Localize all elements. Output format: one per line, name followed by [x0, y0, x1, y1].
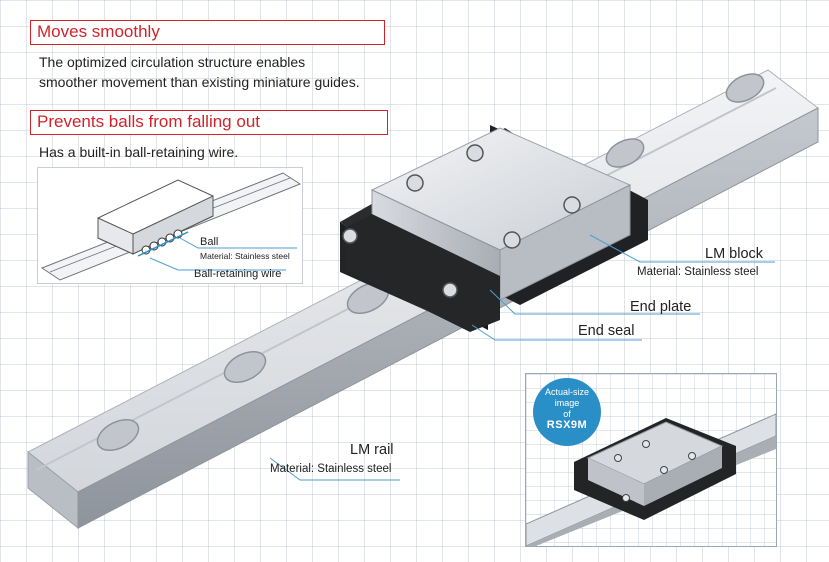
actual-size-inset: [525, 373, 777, 547]
end-plate-label: End plate: [630, 299, 692, 315]
moves-smoothly-line-1: The optimized circulation structure enab…: [39, 54, 306, 70]
rail-mounting-holes: [96, 73, 765, 452]
lm-block-material: Material: Stainless steel: [637, 266, 759, 278]
badge-line-2: image: [554, 398, 580, 408]
actual-size-badge: Actual-size image of RSX9M: [533, 378, 601, 446]
lm-rail-label: LM rail: [350, 442, 394, 458]
lm-rail-material: Material: Stainless steel: [270, 463, 392, 475]
inset-illustration: [40, 172, 302, 281]
ball-retaining-wire-label: Ball-retaining wire: [194, 268, 282, 280]
end-seal-label: End seal: [578, 323, 635, 339]
ball-label: Ball: [200, 236, 219, 248]
badge-line-1: Actual-size: [544, 387, 589, 397]
prevents-balls-text: Has a built-in ball-retaining wire.: [39, 144, 239, 160]
heading-moves-smoothly: Moves smoothly: [30, 20, 385, 45]
badge-model: RSX9M: [546, 419, 588, 431]
lm-block: [340, 125, 648, 332]
badge-line-3: of: [563, 409, 571, 419]
ball-retaining-inset: Ball Material: Stainless steel Ball-reta…: [37, 167, 303, 284]
heading-prevents-balls: Prevents balls from falling out: [30, 110, 388, 135]
leader-lines: [269, 234, 775, 481]
moves-smoothly-text: The optimized circulation structure enab…: [39, 52, 360, 92]
moves-smoothly-line-2: smoother movement than existing miniatur…: [39, 74, 360, 90]
ball-material: Material: Stainless steel: [200, 251, 290, 261]
lm-block-label: LM block: [705, 246, 764, 262]
